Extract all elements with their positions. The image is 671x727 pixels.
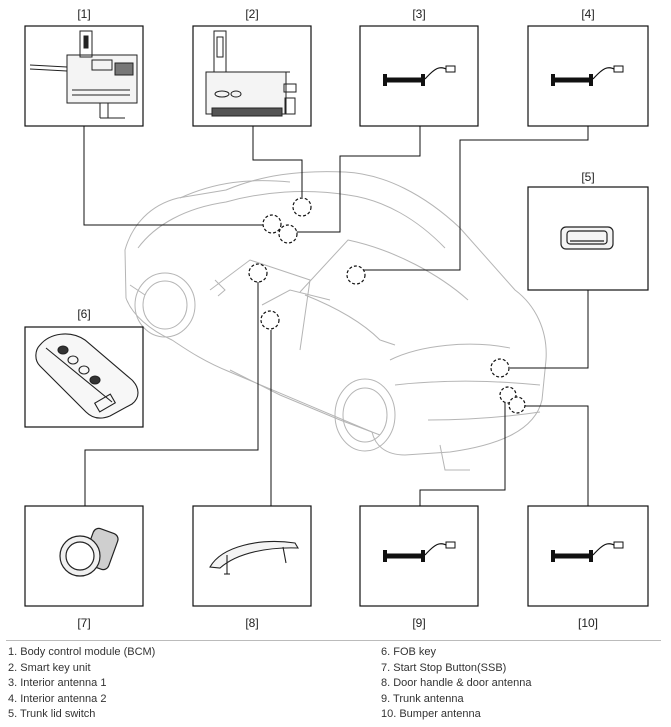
- legend-item: 9. Trunk antenna: [381, 692, 464, 705]
- callout-9: [9]: [412, 616, 426, 630]
- callout-2: [2]: [245, 7, 259, 21]
- leader-lines: [83, 126, 589, 510]
- legend-item: 3. Interior antenna 1: [8, 677, 107, 689]
- callout-4: [4]: [581, 7, 595, 21]
- legend-item: 2. Smart key unit: [8, 661, 91, 674]
- legend-item: 8. Door handle & door antenna: [381, 677, 532, 689]
- callout-10: [10]: [577, 616, 598, 630]
- trunk-lid-switch-icon: [560, 226, 614, 250]
- smart-key-unit-icon: [205, 30, 297, 117]
- callout-6: [6]: [77, 307, 91, 321]
- component-boxes: [24, 25, 649, 607]
- legend-divider: [6, 640, 661, 641]
- legend-item: 10. Bumper antenna: [381, 708, 481, 720]
- legend-item: 4. Interior antenna 2: [8, 692, 107, 705]
- bcm-icon: [29, 30, 138, 119]
- legend-item: 5. Trunk lid switch: [8, 708, 96, 720]
- callout-3: [3]: [412, 7, 426, 21]
- locator-circles: [248, 197, 526, 414]
- callout-8: [8]: [245, 616, 259, 630]
- start-stop-button-icon: [59, 527, 119, 577]
- legend-item: 1. Body control module (BCM): [8, 646, 156, 658]
- fob-key-icon: [35, 333, 139, 419]
- system-diagram: [24, 25, 649, 607]
- car-outline: [124, 171, 547, 471]
- callout-1: [1]: [77, 7, 91, 21]
- legend-left: 1. Body control module (BCM) 2. Smart ke…: [8, 645, 155, 723]
- legend-right: 6. FOB key 7. Start Stop Button(SSB) 8. …: [381, 645, 531, 723]
- door-handle-icon: [209, 541, 299, 575]
- legend-item: 6. FOB key: [381, 646, 437, 658]
- legend-item: 7. Start Stop Button(SSB): [381, 661, 507, 674]
- callout-7: [7]: [77, 616, 91, 630]
- callout-5: [5]: [581, 170, 595, 184]
